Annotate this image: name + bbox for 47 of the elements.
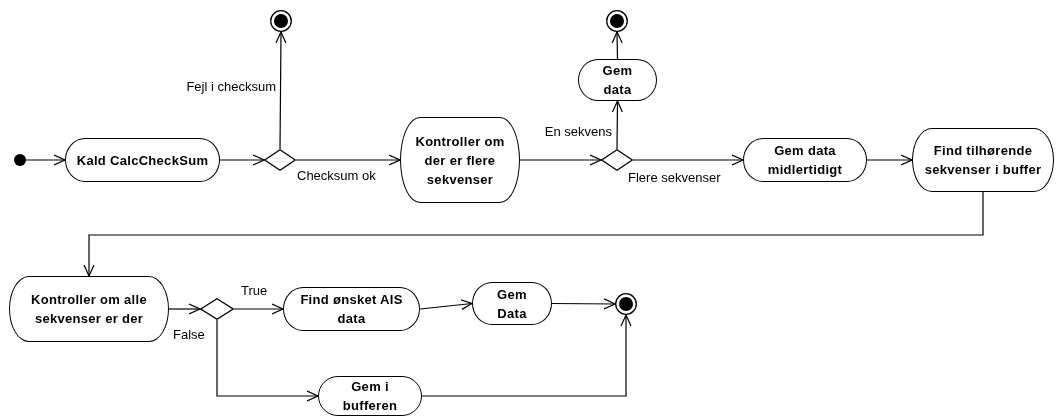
edge-label: Checksum ok (296, 168, 377, 183)
end-bullseye (606, 10, 628, 32)
activity-label: Kald CalcCheckSum (76, 151, 209, 170)
decision-diamond (264, 149, 296, 171)
activity-box (472, 282, 552, 325)
activity-box (400, 117, 520, 203)
arrow (83, 191, 984, 277)
arrow (421, 314, 632, 397)
decision-diamond (200, 298, 234, 320)
arrow (25, 154, 66, 166)
arrow (611, 100, 623, 150)
activity-box (912, 128, 1054, 192)
arrow (632, 154, 744, 166)
arrow (216, 319, 319, 402)
arrow (519, 154, 602, 166)
activity-label: Gem Data (496, 285, 528, 323)
edge-label: True (240, 283, 269, 298)
arrow (419, 299, 473, 311)
edge-label: Fejl i checksum (185, 79, 277, 94)
activity-label: Find tilhørende sekvenser i buffer (923, 142, 1043, 179)
edge-label: False (172, 327, 206, 342)
activity-box (9, 276, 169, 342)
activity-label: Gem data midlertidigt (766, 142, 844, 179)
decision-diamond (601, 149, 633, 171)
arrow (275, 31, 287, 150)
start-dot (14, 154, 26, 166)
end-bullseye (270, 10, 292, 32)
arrow (866, 154, 913, 166)
activity-label: Find ønsket AIS data (299, 291, 404, 328)
activity-label: Gem i bufferen (341, 378, 399, 415)
activity-box (743, 138, 867, 182)
arrow (551, 298, 616, 310)
activity-label: Gem data (601, 62, 634, 99)
activity-label: Kontroller om alle sekvenser er der (30, 291, 148, 328)
activity-box (65, 138, 220, 182)
activity-box (578, 59, 657, 101)
edge-label: En sekvens (543, 124, 613, 139)
edge-label: Flere sekvenser (627, 170, 722, 185)
arrow (611, 31, 623, 60)
activity-box (318, 376, 422, 416)
end-bullseye (615, 293, 637, 315)
arrow (168, 303, 201, 315)
activity-label: Kontroller om der er flere sekvenser (414, 132, 506, 189)
arrow (219, 154, 265, 166)
arrow (233, 303, 284, 315)
activity-box (283, 287, 420, 331)
arrow (295, 154, 401, 166)
